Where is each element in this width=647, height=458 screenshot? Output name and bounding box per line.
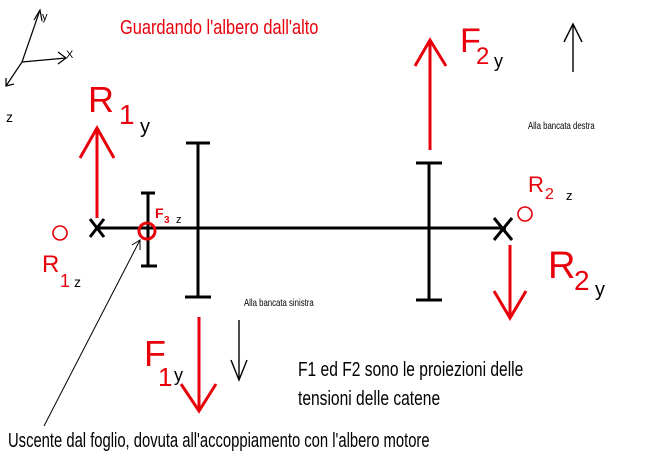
r2y-arrow (492, 245, 528, 321)
svg-text:R: R (548, 245, 575, 287)
r2y-label: R 2 y (548, 245, 605, 301)
left-bench-direction-arrow (230, 320, 248, 382)
r1z-label: R 1 z (42, 251, 81, 291)
f2y-label: F 2 y (460, 22, 503, 71)
svg-text:F: F (144, 333, 166, 374)
sprocket-1 (185, 141, 211, 299)
out-of-page-note: Uscente dal foglio, dovuta all'accoppiam… (8, 429, 430, 452)
svg-text:1: 1 (60, 271, 70, 291)
f2y-arrow (413, 37, 448, 150)
f3-leader-line (43, 239, 141, 427)
svg-text:y: y (595, 279, 605, 301)
svg-text:3: 3 (164, 215, 170, 226)
svg-text:z: z (566, 188, 573, 203)
svg-text:2: 2 (476, 43, 489, 70)
diagram-title: Guardando l'albero dall'alto (120, 15, 318, 38)
r1z-out-of-page-symbol (52, 225, 68, 241)
projection-note-line-2: tensioni delle catene (298, 387, 440, 409)
svg-text:R: R (88, 79, 114, 120)
right-bench-direction-arrow (563, 22, 583, 72)
left-support-cross (88, 218, 106, 238)
svg-text:2: 2 (545, 186, 554, 203)
projection-note-line-1: F1 ed F2 sono le proiezioni delle (298, 358, 523, 380)
svg-text:2: 2 (574, 265, 590, 296)
right-support-cross (492, 217, 514, 241)
svg-text:z: z (176, 214, 182, 226)
svg-text:1: 1 (158, 362, 172, 392)
f1y-arrow (179, 317, 218, 414)
svg-text:y: y (494, 51, 503, 71)
svg-text:R: R (528, 172, 544, 197)
right-bench-label: Alla bancata destra (528, 120, 595, 131)
svg-text:y: y (140, 116, 150, 138)
coordinate-axes (5, 8, 67, 87)
r2z-out-of-page-symbol (517, 206, 533, 222)
svg-text:1: 1 (119, 99, 135, 130)
r1y-arrow (78, 124, 116, 218)
axis-x-label: X (66, 49, 74, 61)
sprocket-2 (416, 161, 442, 302)
svg-text:R: R (42, 251, 59, 278)
left-bench-label: Alla bancata sinistra (244, 297, 314, 308)
r1y-label: R 1 y (88, 79, 150, 138)
axis-z-label: z (6, 109, 13, 125)
svg-text:z: z (74, 274, 81, 290)
f3-out-of-page-symbol (137, 221, 157, 241)
f1y-label: F 1 y (144, 333, 183, 392)
r2z-label: R 2 z (528, 172, 573, 203)
f3z-label: F 3 z (155, 205, 182, 226)
svg-text:F: F (155, 205, 164, 221)
svg-text:y: y (174, 365, 183, 385)
small-gear (141, 191, 157, 268)
svg-text:F: F (460, 22, 481, 60)
axis-y-label: y (42, 11, 48, 23)
